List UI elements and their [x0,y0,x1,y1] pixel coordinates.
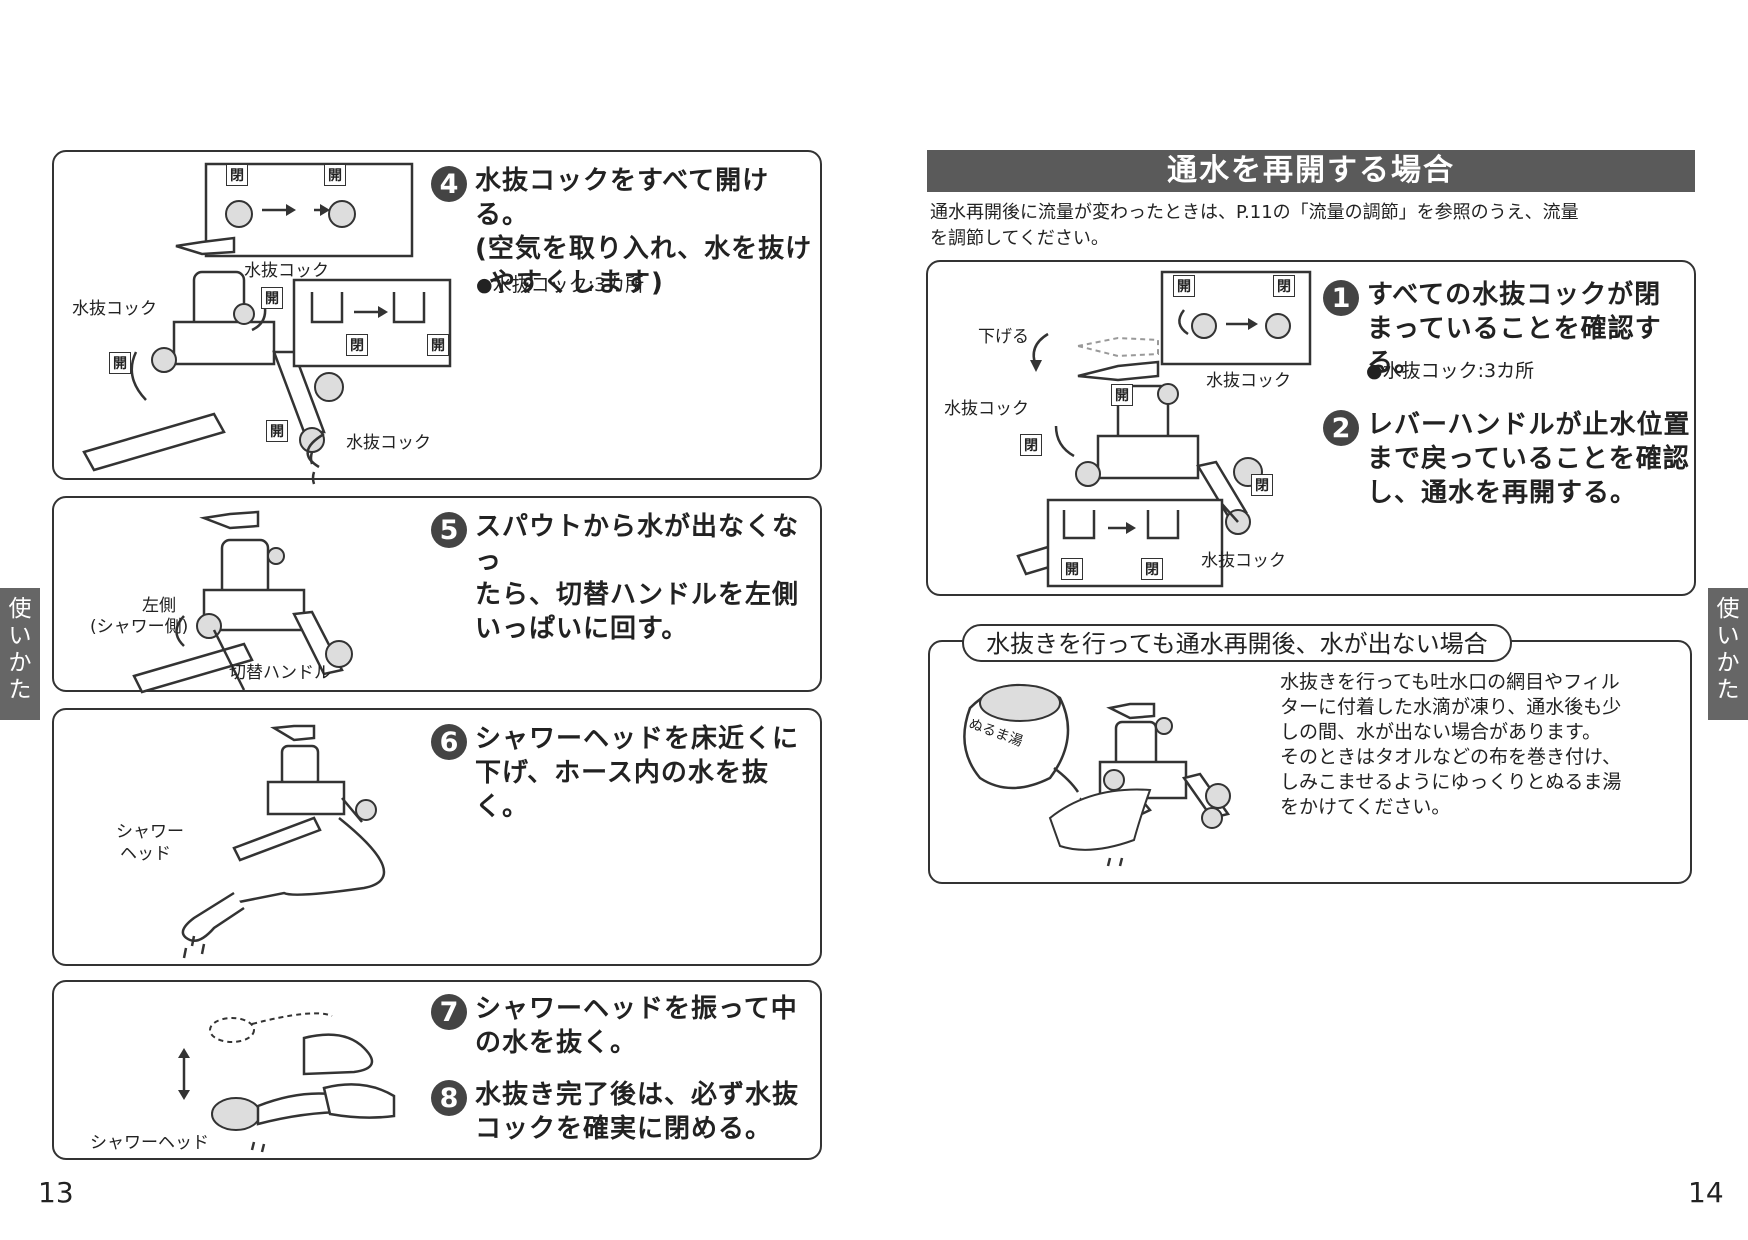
step4-instruction: 4 水抜コックをすべて開ける。 (空気を取り入れ、水を抜け やすくします) [431,164,820,300]
restart-steps-box: 開 閉 開 閉 閉 開 閉 下げる 水抜コック 水抜コック 水抜コック 1 すべ… [926,260,1696,596]
step6-text-line2: 下げ、ホース内の水を抜く。 [475,758,769,822]
faucet-illustration-step5 [132,510,353,694]
step1-bullet: ●水抜コック:3カ所 [1366,360,1535,382]
step4-text-line2: (空気を取り入れ、水を抜け [475,234,813,264]
step1-instruction: 1 すべての水抜コックが閉 まっていることを確認する。 [1323,278,1694,380]
open-tag: 開 [266,420,288,442]
step-number-2: 2 [1323,410,1359,446]
step-number-7: 7 [431,994,467,1030]
step-number-6: 6 [431,724,467,760]
open-tag: 開 [1061,558,1083,580]
closed-tag: 閉 [1273,275,1295,297]
step1-text-line2: まっていることを確認する。 [1367,314,1662,378]
label-shower-head: シャワーヘッド [90,1133,209,1153]
step7-text-line1: シャワーヘッドを振って中 [475,994,798,1024]
open-tag: 開 [1111,384,1133,406]
label-shower-head-line1: シャワー [116,822,184,842]
intro-line1: 通水再開後に流量が変わったときは、P.11の「流量の調節」を参照のうえ、流量 [930,202,1579,223]
closed-tag: 閉 [226,164,248,186]
open-tag: 開 [1173,275,1195,297]
faucet-illustration-restart [1016,270,1312,588]
intro-text: 通水再開後に流量が変わったときは、P.11の「流量の調節」を参照のうえ、流量 を… [930,200,1690,252]
note-line3: しの間、水が出ない場合があります。 [1280,721,1602,743]
open-tag: 開 [109,352,131,374]
step5-instruction: 5 スパウトから水が出なくなっ たら、切替ハンドルを左側 いっぱいに回す。 [431,510,820,646]
label-left-side: 左側 [142,596,176,616]
step-number-5: 5 [431,512,467,548]
warm-water-illustration [963,683,1231,867]
step4-text-line1: 水抜コックをすべて開ける。 [475,166,770,230]
closed-tag: 閉 [1251,474,1273,496]
open-tag: 開 [324,164,346,186]
step7-text-line2: の水を抜く。 [475,1028,638,1058]
step4-text-line3: やすくします) [489,268,664,298]
label-lower: 下げる [978,327,1029,347]
note-line5: しみこませるようにゆっくりとぬるま湯 [1280,771,1622,793]
step5-box: 左側 (シャワー側) 切替ハンドル 5 スパウトから水が出なくなっ たら、切替ハ… [52,496,822,694]
label-switch-handle: 切替ハンドル [229,663,331,683]
side-tab-left[interactable]: 使いかた [0,588,40,720]
shake-shower-illustration [178,1012,396,1153]
label-cock-top: 水抜コック [1206,371,1291,391]
step8-instruction: 8 水抜き完了後は、必ず水抜 コックを確実に閉める。 [431,1078,799,1146]
step2-text-line3: し、通水を再開する。 [1367,478,1638,508]
step5-text-line1: スパウトから水が出なくなっ [475,512,800,576]
step7-instruction: 7 シャワーヘッドを振って中 の水を抜く。 [431,992,798,1060]
shower-illustration-step6 [181,724,386,959]
label-cock-left: 水抜コック [72,299,157,319]
note-title: 水抜きを行っても通水再開後、水が出ない場合 [962,624,1512,662]
label-cock-left: 水抜コック [944,399,1029,419]
step-number-1: 1 [1323,280,1359,316]
side-tab-right[interactable]: 使いかた [1708,588,1748,720]
step8-text-line2: コックを確実に閉める。 [475,1114,773,1144]
closed-tag: 閉 [1020,434,1042,456]
note-line6: をかけてください。 [1280,796,1451,818]
open-tag: 開 [427,334,449,356]
step8-text-line1: 水抜き完了後は、必ず水抜 [475,1080,800,1110]
step-number-4: 4 [431,166,467,202]
label-shower-head-line2: ヘッド [120,844,171,864]
step2-text-line1: レバーハンドルが止水位置 [1367,410,1691,440]
step7-8-box: シャワーヘッド 7 シャワーヘッドを振って中 の水を抜く。 8 水抜き完了後は、… [52,980,822,1160]
faucet-illustration-step4 [82,162,452,485]
step6-box: シャワー ヘッド 6 シャワーヘッドを床近くに 下げ、ホース内の水を抜く。 [52,708,822,966]
step6-instruction: 6 シャワーヘッドを床近くに 下げ、ホース内の水を抜く。 [431,722,820,824]
label-shower-side: (シャワー側) [90,617,189,637]
step1-text-line1: すべての水抜コックが閉 [1367,280,1662,310]
note-text: 水抜きを行っても吐水口の網目やフィル ターに付着した水滴が凍り、通水後も少 しの… [1280,670,1680,820]
page-number-right: 14 [1688,1176,1724,1209]
step2-text-line2: まで戻っていることを確認 [1367,444,1690,474]
step4-bullet: ●水抜コック:3カ所 [476,274,645,296]
open-tag: 開 [261,287,283,309]
note-line4: そのときはタオルなどの布を巻き付け、 [1280,746,1622,768]
label-cock-bottom: 水抜コック [346,433,431,453]
step4-box: 閉 開 開 閉 開 開 開 水抜コック 水抜コック 水抜コック 4 水抜コックを… [52,150,822,485]
label-cock-bottom: 水抜コック [1201,551,1286,571]
closed-tag: 閉 [346,334,368,356]
page-number-left: 13 [38,1176,74,1209]
step5-text-line3: いっぱいに回す。 [475,614,689,644]
step5-text-line2: たら、切替ハンドルを左側 [475,580,800,610]
step-number-8: 8 [431,1080,467,1116]
note-line2: ターに付着した水滴が凍り、通水後も少 [1280,696,1622,718]
label-cock-top: 水抜コック [244,261,329,281]
section-title: 通水を再開する場合 [927,150,1695,192]
note-line1: 水抜きを行っても吐水口の網目やフィル [1280,671,1620,693]
step6-text-line1: シャワーヘッドを床近くに [475,724,800,754]
closed-tag: 閉 [1141,558,1163,580]
intro-line2: を調節してください。 [930,228,1109,249]
step2-instruction: 2 レバーハンドルが止水位置 まで戻っていることを確認 し、通水を再開する。 [1323,408,1690,510]
